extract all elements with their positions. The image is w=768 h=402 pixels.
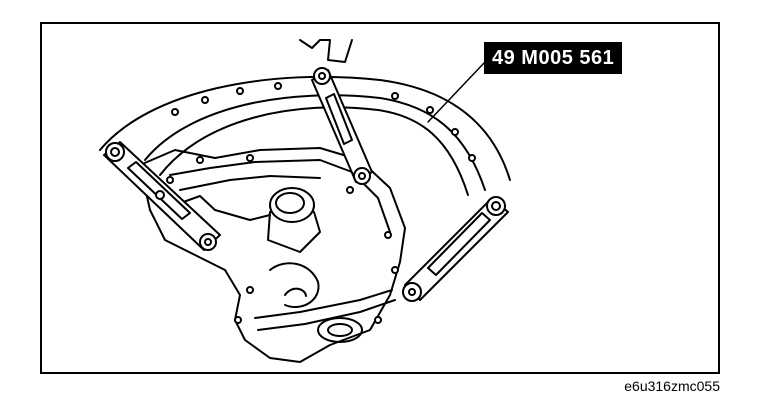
- ring-bolt-holes: [171, 82, 476, 162]
- front-cover-rib-lower: [174, 195, 271, 221]
- front-cover-rib: [179, 175, 321, 191]
- bottom-boss-hole: [327, 323, 353, 337]
- right-tool-arm: [402, 196, 509, 302]
- ring-inner-lip: [159, 106, 469, 196]
- ring-outer-edge: [99, 75, 511, 181]
- cover-bolt-holes: [166, 154, 399, 324]
- pump-boss-inner: [275, 192, 305, 214]
- pump-housing: [267, 211, 321, 253]
- label-leader-line: [427, 61, 486, 123]
- crank-opening-inner: [284, 287, 307, 297]
- pan-flange-top: [254, 289, 393, 319]
- front-cover-outline: [139, 147, 406, 363]
- crank-opening: [269, 262, 320, 308]
- housing-top-edge: [299, 39, 353, 63]
- pump-boss-outer: [269, 187, 315, 223]
- ring-inner-edge: [144, 94, 486, 191]
- top-tool-arm: [311, 67, 373, 185]
- image-code-label: e6u316zmc055: [624, 378, 720, 394]
- left-tool-arm: [103, 141, 221, 251]
- part-number-label: 49 M005 561: [484, 42, 623, 74]
- bottom-boss: [317, 317, 363, 343]
- front-cover-ridge: [169, 159, 391, 233]
